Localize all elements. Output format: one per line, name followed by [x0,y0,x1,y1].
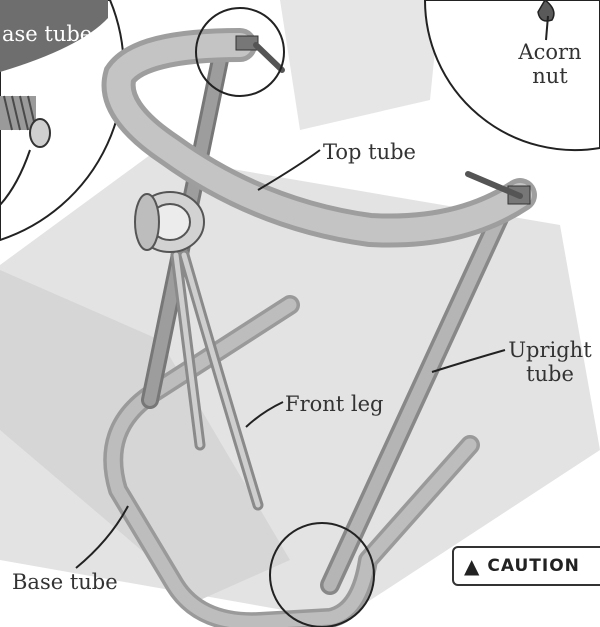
upright-tube-label-line2: tube [505,362,595,386]
inset-base-tube-label: ase tube [2,22,92,46]
top-tube-label: Top tube [323,140,416,164]
floor-patch-top [280,0,440,130]
upright-tube-label: Upright tube [505,338,595,386]
acorn-nut-label-line2: nut [505,64,595,88]
caution-text: CAUTION [487,556,580,576]
pulley-wheel [135,192,204,252]
warning-triangle-icon: ▲ [464,554,479,578]
caution-badge: ▲ CAUTION [452,546,600,586]
front-leg-label: Front leg [285,392,383,416]
acorn-nut-label-line1: Acorn [505,40,595,64]
base-tube-label: Base tube [12,570,118,594]
acorn-nut-label: Acorn nut [505,40,595,88]
upright-tube-label-line1: Upright [505,338,595,362]
